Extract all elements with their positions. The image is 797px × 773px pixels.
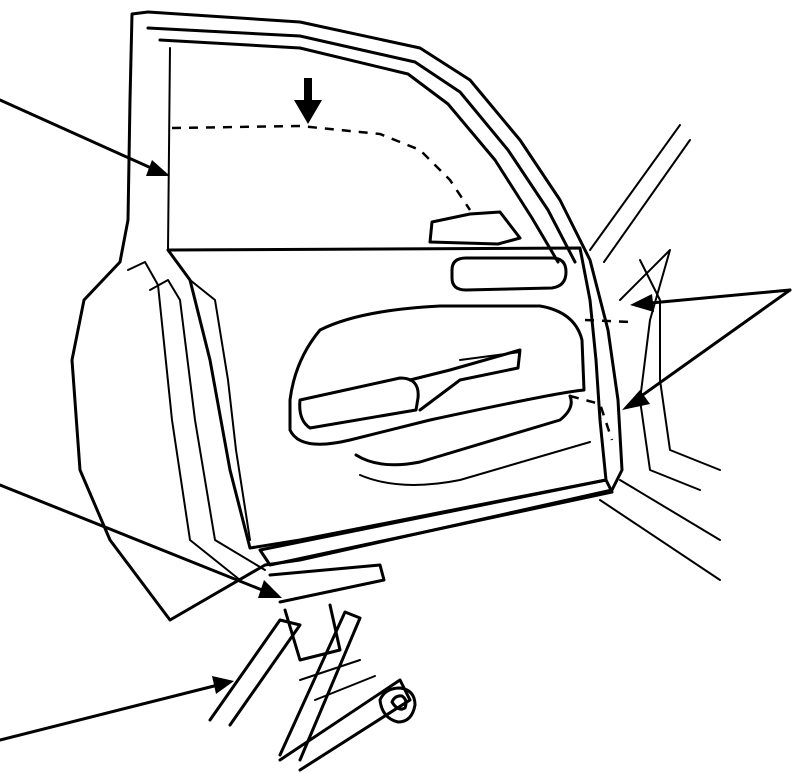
upper-rear-edge-callout (630, 288, 792, 312)
body-pillar (589, 124, 721, 581)
push-down-arrow (294, 78, 322, 124)
door-panel (127, 246, 608, 581)
lower-rear-edge-callout (622, 288, 792, 410)
door-bottom (258, 478, 614, 604)
door-outer-frame (70, 10, 624, 622)
window-glass (167, 47, 581, 251)
door-support-stand (208, 603, 417, 772)
armrest (288, 304, 631, 486)
door-handle-recess (428, 210, 568, 292)
glass-callout (0, 98, 170, 176)
bottom-edge-callout (0, 483, 282, 598)
support-callout (0, 676, 234, 742)
